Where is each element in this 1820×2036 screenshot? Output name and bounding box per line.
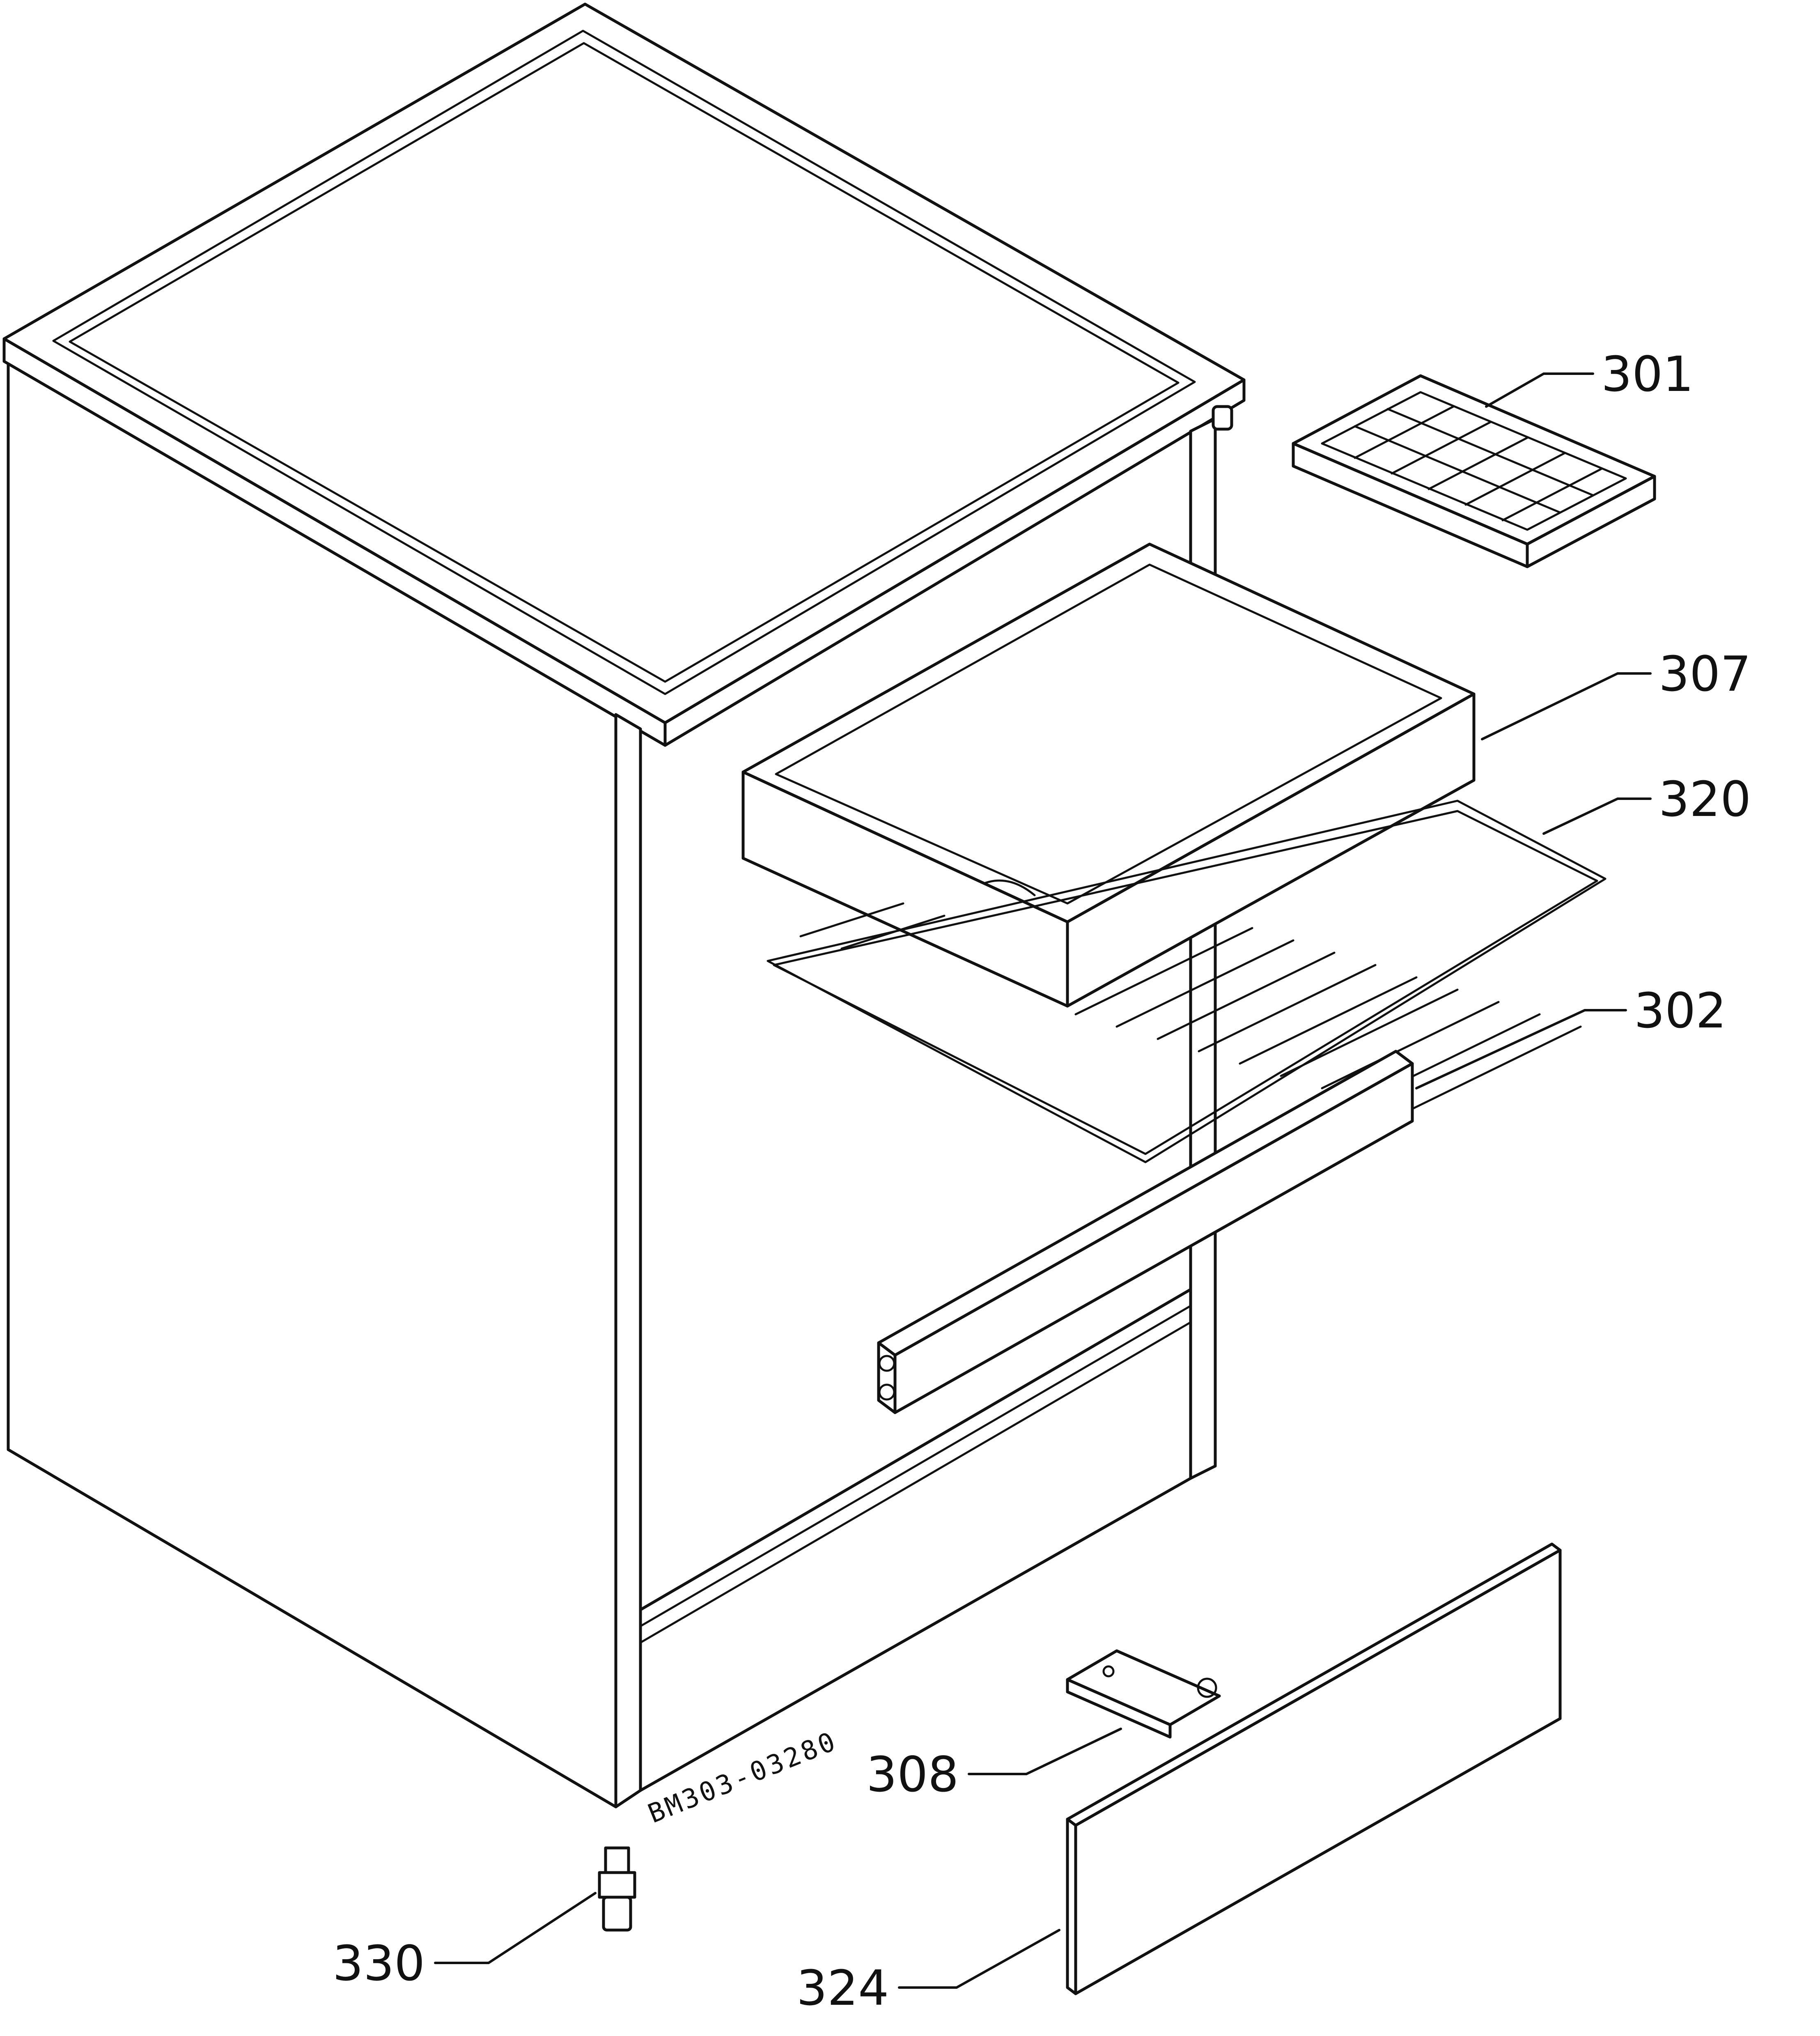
- callout-307: 307: [1659, 646, 1751, 702]
- wire-shelf: [767, 800, 1607, 1163]
- hinge-bracket: [1066, 1649, 1221, 1739]
- callout-330: 330: [333, 1935, 425, 1992]
- callout-324: 324: [796, 1960, 889, 2016]
- ice-cube-tray: [1292, 374, 1656, 568]
- door-panel: [1066, 1542, 1562, 1995]
- callout-308: 308: [866, 1746, 959, 1803]
- callout-301: 301: [1601, 346, 1694, 402]
- crisper-drawer: [741, 542, 1476, 1008]
- door-shelf-bar: [877, 1050, 1414, 1414]
- adjustable-foot: [598, 1846, 636, 1932]
- leader-lines: [434, 372, 1652, 1989]
- callout-320: 320: [1659, 771, 1751, 827]
- callout-302: 302: [1634, 982, 1726, 1039]
